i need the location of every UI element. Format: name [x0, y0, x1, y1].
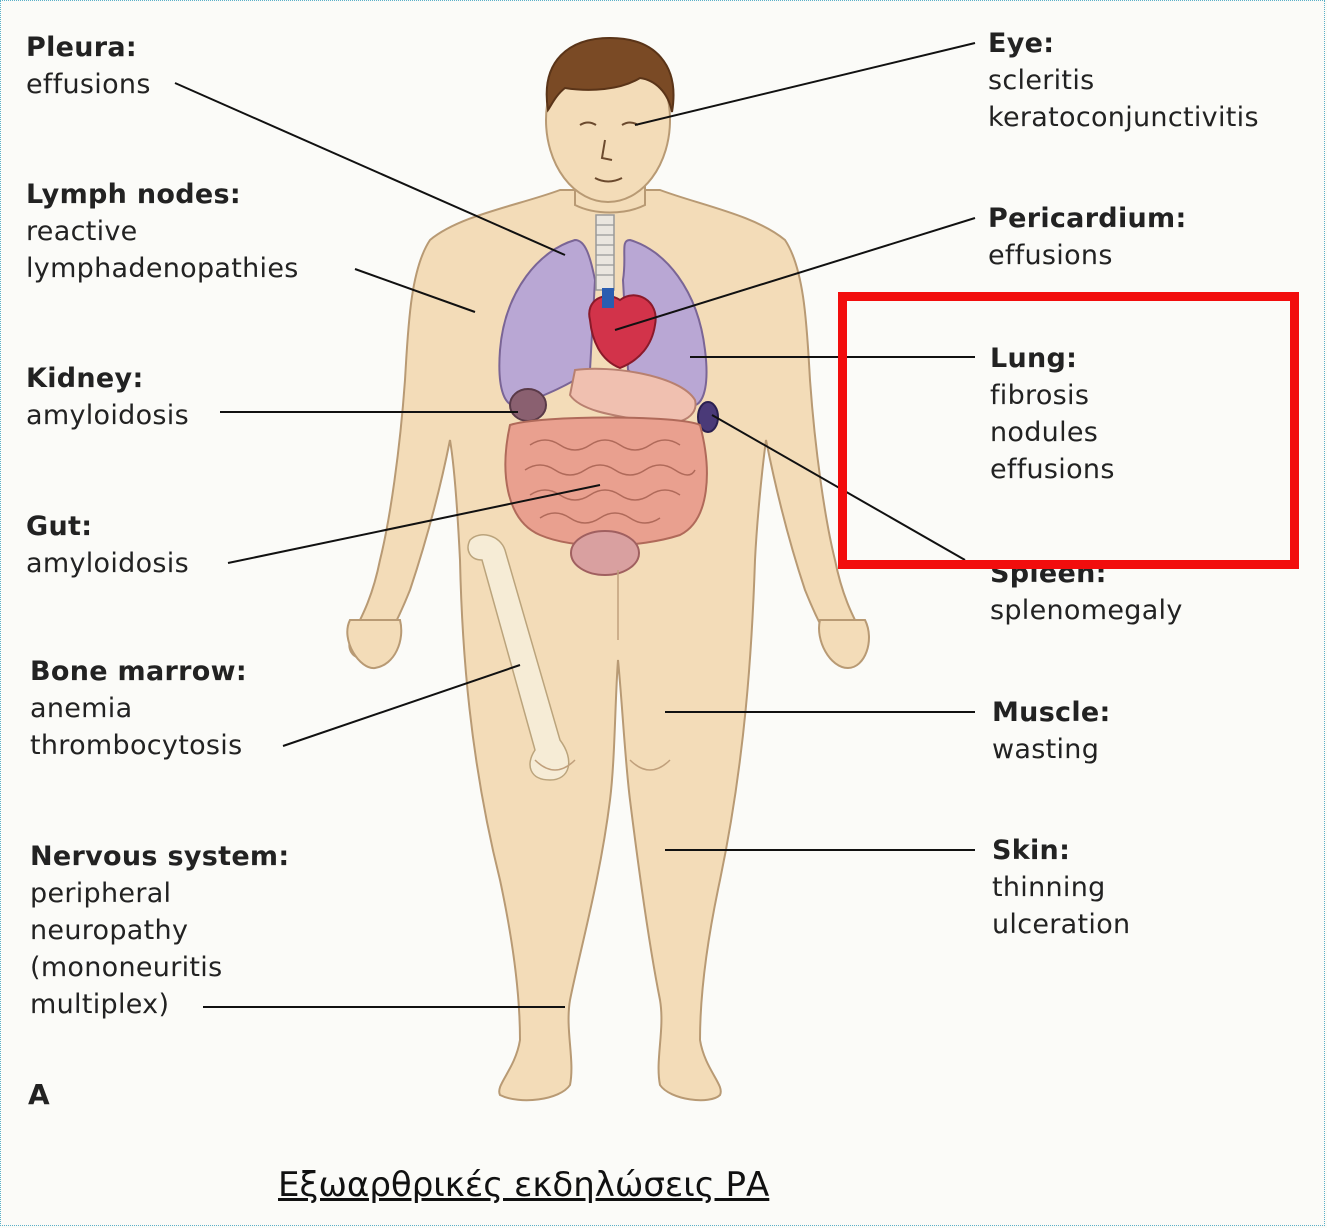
lung-highlight-box: [838, 292, 1299, 569]
label-pleura: Pleura: effusions: [26, 29, 151, 103]
label-muscle-item: wasting: [992, 731, 1111, 768]
label-lymph-item: reactive: [26, 213, 299, 250]
label-bone-head: Bone marrow:: [30, 653, 247, 690]
label-bone-item: anemia: [30, 690, 247, 727]
label-skin-item: ulceration: [992, 906, 1130, 943]
label-pleura-head: Pleura:: [26, 29, 151, 66]
label-pericardium-head: Pericardium:: [988, 200, 1187, 237]
label-nervous-system: Nervous system: peripheral neuropathy (m…: [30, 838, 289, 1023]
label-lymph-head: Lymph nodes:: [26, 176, 299, 213]
label-eye-item: scleritis: [988, 62, 1259, 99]
label-pleura-item: effusions: [26, 66, 151, 103]
right-hand: [819, 620, 869, 668]
intestines: [505, 418, 706, 546]
label-nervous-head: Nervous system:: [30, 838, 289, 875]
label-nervous-item: multiplex): [30, 986, 289, 1023]
aorta: [602, 288, 614, 308]
label-nervous-item: (mononeuritis: [30, 949, 289, 986]
slide-caption: Εξωαρθρικές εκδηλώσεις ΡΑ: [278, 1165, 769, 1205]
label-bone-marrow: Bone marrow: anemia thrombocytosis: [30, 653, 247, 764]
label-kidney-item: amyloidosis: [26, 397, 189, 434]
label-pericardium-item: effusions: [988, 237, 1187, 274]
label-eye-item: keratoconjunctivitis: [988, 99, 1259, 136]
label-skin: Skin: thinning ulceration: [992, 832, 1130, 943]
label-gut-item: amyloidosis: [26, 545, 189, 582]
label-lymph-nodes: Lymph nodes: reactive lymphadenopathies: [26, 176, 299, 287]
label-kidney: Kidney: amyloidosis: [26, 360, 189, 434]
trachea: [596, 215, 614, 290]
label-skin-item: thinning: [992, 869, 1130, 906]
label-gut: Gut: amyloidosis: [26, 508, 189, 582]
label-muscle-head: Muscle:: [992, 694, 1111, 731]
panel-letter: A: [28, 1078, 50, 1111]
label-bone-item: thrombocytosis: [30, 727, 247, 764]
label-eye: Eye: scleritis keratoconjunctivitis: [988, 25, 1259, 136]
label-spleen-item: splenomegaly: [990, 592, 1183, 629]
label-gut-head: Gut:: [26, 508, 189, 545]
label-pericardium: Pericardium: effusions: [988, 200, 1187, 274]
label-lymph-item: lymphadenopathies: [26, 250, 299, 287]
eye-line: [635, 43, 975, 125]
left-hand: [347, 620, 401, 668]
label-eye-head: Eye:: [988, 25, 1259, 62]
label-kidney-head: Kidney:: [26, 360, 189, 397]
label-nervous-item: peripheral: [30, 875, 289, 912]
kidney: [510, 389, 546, 421]
label-muscle: Muscle: wasting: [992, 694, 1111, 768]
label-skin-head: Skin:: [992, 832, 1130, 869]
bladder: [571, 531, 639, 575]
label-nervous-item: neuropathy: [30, 912, 289, 949]
